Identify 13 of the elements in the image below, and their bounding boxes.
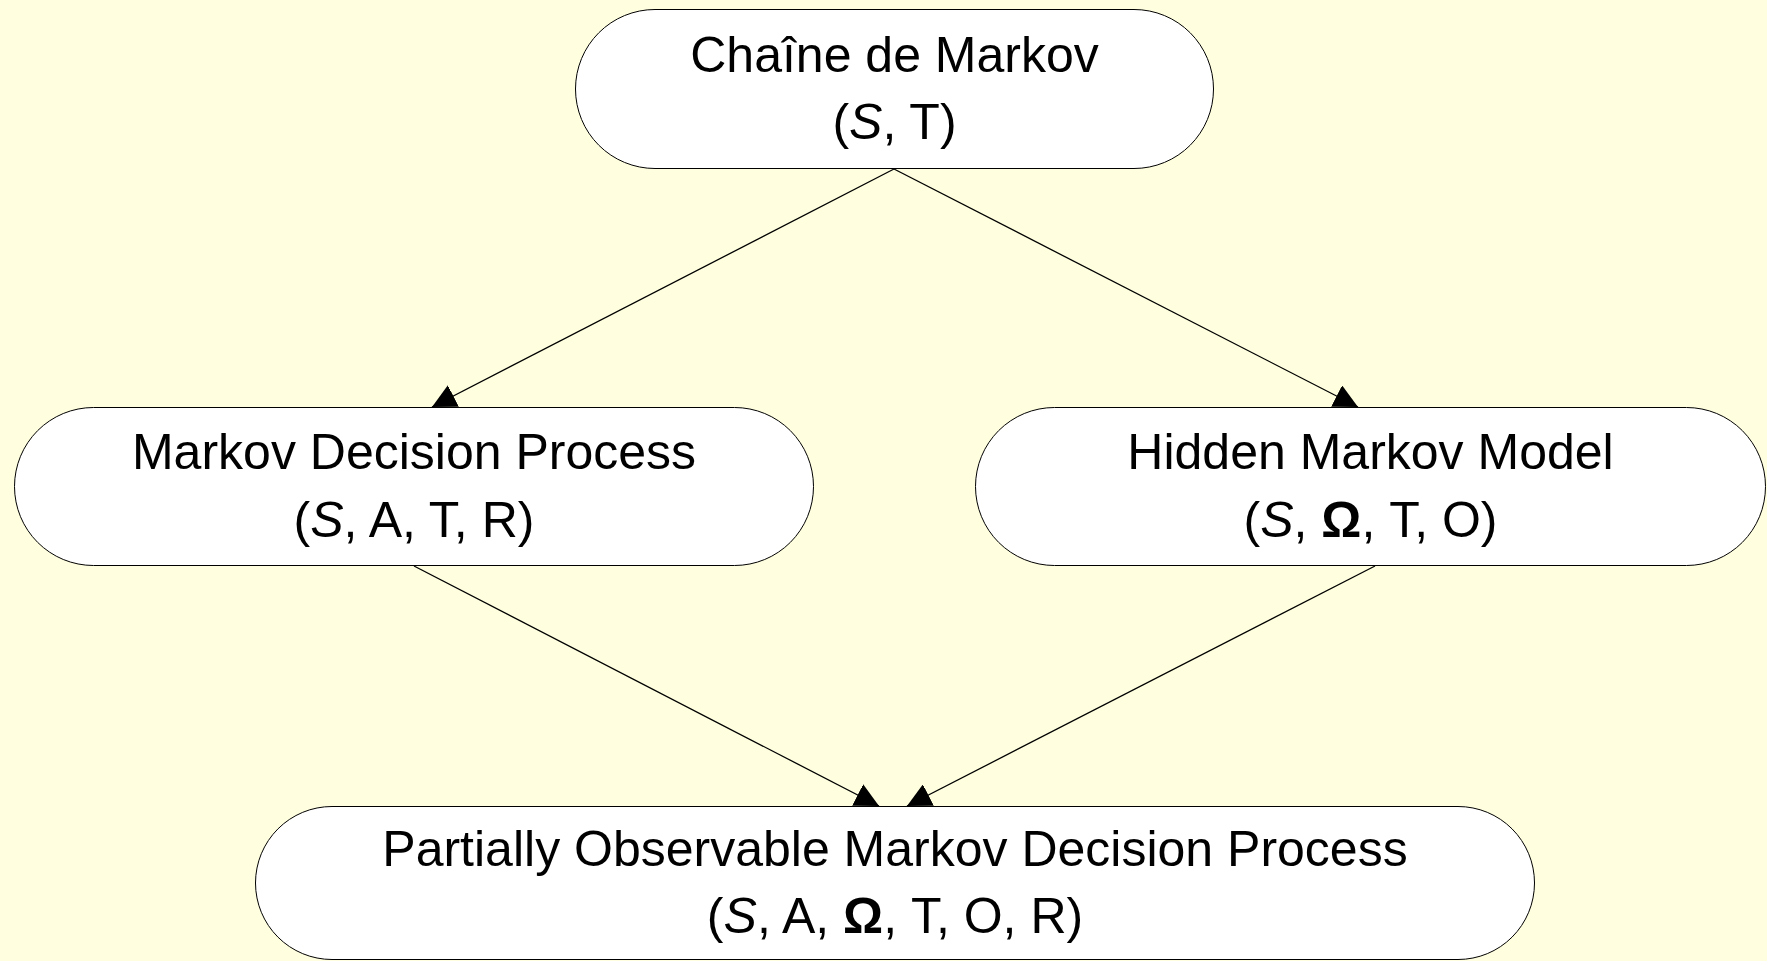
arrow [413,565,880,807]
arrow [431,168,895,408]
node-tuple: (S, T) [832,93,957,152]
node-title: Hidden Markov Model [1127,423,1614,482]
arrow [906,565,1376,807]
node-tuple: (S, A, Ω, T, O, R) [706,887,1084,946]
rounded-process-box [975,407,1766,566]
node-title: Chaîne de Markov [690,25,1099,85]
node-title: Partially Observable Markov Decision Process [382,819,1408,879]
node-title: Markov Decision Process [131,423,697,482]
node-tuple: (S, Ω, T, O) [1243,490,1498,550]
arrow [893,168,1359,408]
node-tuple: (S, A, T, R) [293,490,535,550]
